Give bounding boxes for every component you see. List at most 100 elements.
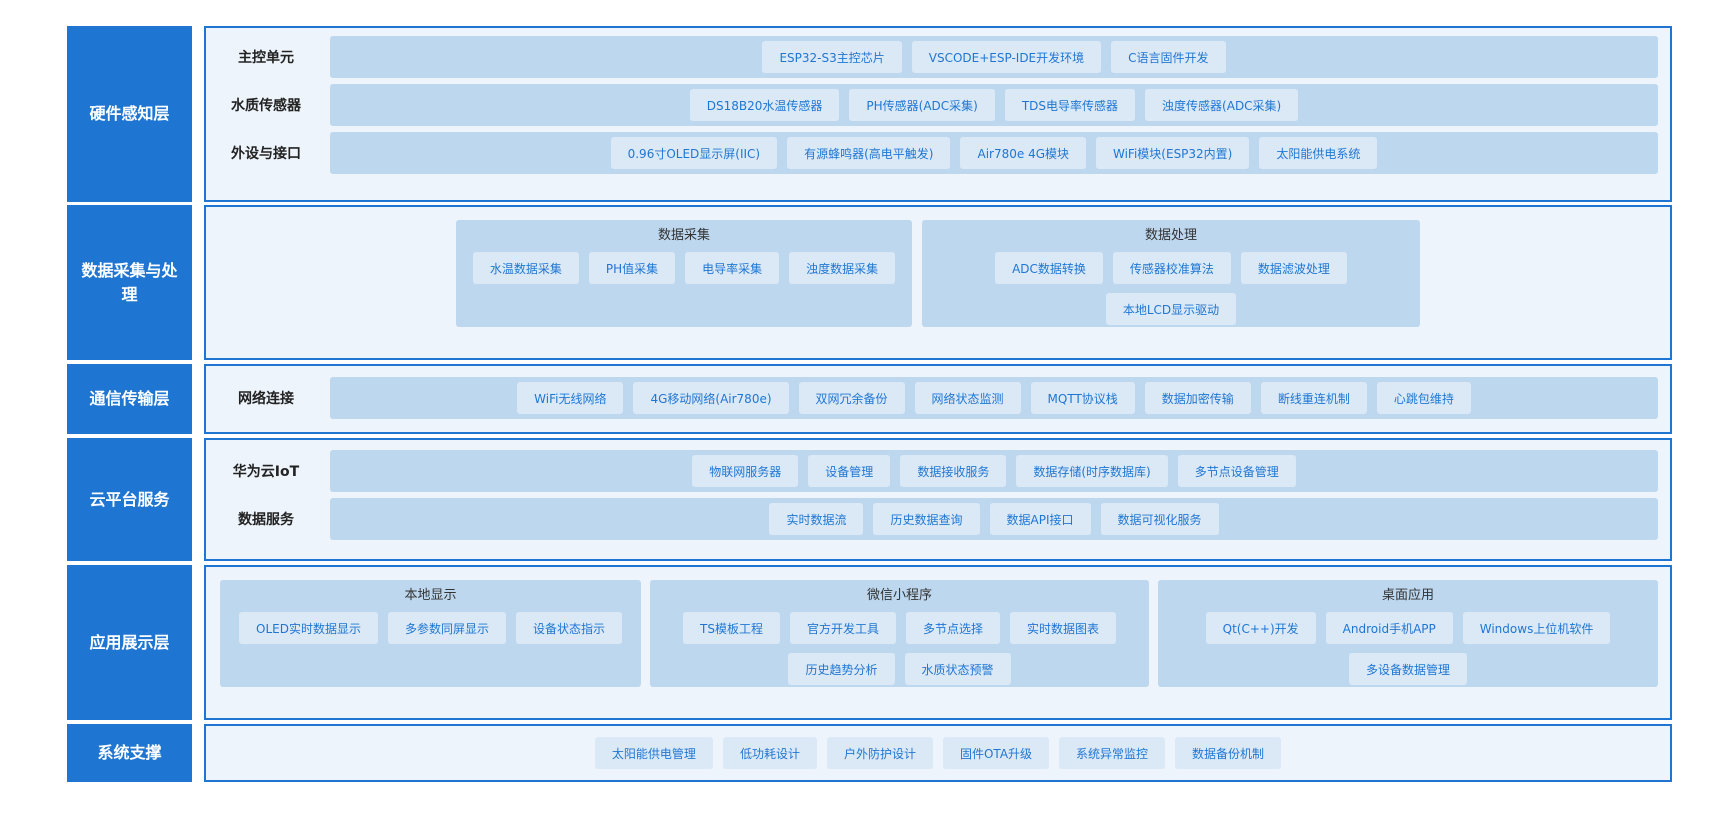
group-chips: Qt(C++)开发 Android手机APP Windows上位机软件 多设备数… [1168, 612, 1648, 685]
chip-bar: 实时数据流 历史数据查询 数据API接口 数据可视化服务 [330, 498, 1658, 540]
group-chips: TS模板工程 官方开发工具 多节点选择 实时数据图表 历史趋势分析 水质状态预警 [660, 612, 1139, 685]
group-data-collection: 数据采集 水温数据采集 PH值采集 电导率采集 浊度数据采集 [456, 220, 912, 327]
group-title: 桌面应用 [1381, 588, 1434, 603]
chip[interactable]: WiFi无线网络 [517, 382, 624, 414]
chip[interactable]: 本地LCD显示驱动 [1105, 293, 1237, 325]
chip[interactable]: 电导率采集 [685, 252, 780, 284]
chip[interactable]: 0.96寸OLED显示屏(IIC) [610, 137, 778, 169]
chip[interactable]: 浊度传感器(ADC采集) [1145, 89, 1299, 121]
chip[interactable]: 太阳能供电管理 [594, 737, 713, 769]
group-title: 本地显示 [404, 588, 457, 603]
layer-label-data: 数据采集与处理 [67, 205, 192, 360]
chip[interactable]: 历史数据查询 [873, 503, 980, 535]
chip[interactable]: WiFi模块(ESP32内置) [1096, 137, 1250, 169]
row-peripherals: 外设与接口 0.96寸OLED显示屏(IIC) 有源蜂鸣器(高电平触发) Air… [206, 132, 1670, 174]
chip[interactable]: 多设备数据管理 [1348, 653, 1467, 685]
chip[interactable]: DS18B20水温传感器 [689, 89, 840, 121]
chip[interactable]: 传感器校准算法 [1112, 252, 1231, 284]
group-title: 微信小程序 [866, 588, 932, 603]
chip[interactable]: 双网冗余备份 [798, 382, 905, 414]
row-label: 网络连接 [238, 391, 294, 407]
chip[interactable]: VSCODE+ESP-IDE开发环境 [911, 41, 1102, 73]
chip[interactable]: 数据备份机制 [1175, 737, 1282, 769]
layer-label-comm: 通信传输层 [67, 364, 192, 434]
row-main-controller: 主控单元 ESP32-S3主控芯片 VSCODE+ESP-IDE开发环境 C语言… [206, 36, 1670, 78]
row-label: 主控单元 [238, 50, 294, 66]
row-label: 外设与接口 [231, 146, 301, 162]
chip-bar: DS18B20水温传感器 PH传感器(ADC采集) TDS电导率传感器 浊度传感… [330, 84, 1658, 126]
row-label: 水质传感器 [231, 98, 301, 114]
layer-label-system: 系统支撑 [67, 724, 192, 782]
chip[interactable]: Android手机APP [1325, 612, 1453, 644]
chip[interactable]: 系统异常监控 [1059, 737, 1166, 769]
group-wechat-miniprogram: 微信小程序 TS模板工程 官方开发工具 多节点选择 实时数据图表 历史趋势分析 … [650, 580, 1149, 687]
row-data-services: 数据服务 实时数据流 历史数据查询 数据API接口 数据可视化服务 [206, 498, 1670, 540]
layer-panel-comm: 网络连接 WiFi无线网络 4G移动网络(Air780e) 双网冗余备份 网络状… [204, 364, 1672, 434]
layer-panel-cloud: 华为云IoT 物联网服务器 设备管理 数据接收服务 数据存储(时序数据库) 多节… [204, 438, 1672, 561]
chip[interactable]: 水质状态预警 [904, 653, 1011, 685]
group-data-processing: 数据处理 ADC数据转换 传感器校准算法 数据滤波处理 本地LCD显示驱动 [922, 220, 1420, 327]
chip[interactable]: 多节点设备管理 [1177, 455, 1296, 487]
row-water-sensors: 水质传感器 DS18B20水温传感器 PH传感器(ADC采集) TDS电导率传感… [206, 84, 1670, 126]
group-chips: ADC数据转换 传感器校准算法 数据滤波处理 本地LCD显示驱动 [932, 252, 1410, 325]
chip[interactable]: ESP32-S3主控芯片 [762, 41, 902, 73]
group-desktop-app: 桌面应用 Qt(C++)开发 Android手机APP Windows上位机软件… [1158, 580, 1658, 687]
chip[interactable]: 物联网服务器 [692, 455, 799, 487]
row-huawei-iot: 华为云IoT 物联网服务器 设备管理 数据接收服务 数据存储(时序数据库) 多节… [206, 450, 1670, 492]
chip[interactable]: 固件OTA升级 [942, 737, 1050, 769]
chip[interactable]: 数据滤波处理 [1240, 252, 1347, 284]
chip[interactable]: 数据API接口 [989, 503, 1091, 535]
chip[interactable]: 多参数同屏显示 [387, 612, 506, 644]
group-title: 数据处理 [1144, 228, 1197, 243]
chip[interactable]: TS模板工程 [683, 612, 780, 644]
chip[interactable]: 数据加密传输 [1144, 382, 1251, 414]
group-chips: OLED实时数据显示 多参数同屏显示 设备状态指示 [230, 612, 631, 644]
chip[interactable]: 心跳包维持 [1376, 382, 1471, 414]
layer-label-hardware: 硬件感知层 [67, 26, 192, 202]
chip[interactable]: 实时数据图表 [1009, 612, 1116, 644]
layer-label-cloud: 云平台服务 [67, 438, 192, 561]
chip[interactable]: 断线重连机制 [1260, 382, 1367, 414]
row-network: 网络连接 WiFi无线网络 4G移动网络(Air780e) 双网冗余备份 网络状… [206, 377, 1670, 419]
layer-panel-app: 本地显示 OLED实时数据显示 多参数同屏显示 设备状态指示 微信小程序 TS模… [204, 565, 1672, 720]
chip[interactable]: 数据接收服务 [900, 455, 1007, 487]
chip[interactable]: 数据可视化服务 [1100, 503, 1219, 535]
chip[interactable]: 4G移动网络(Air780e) [633, 382, 789, 414]
chip[interactable]: 低功耗设计 [722, 737, 817, 769]
chip[interactable]: 浊度数据采集 [789, 252, 896, 284]
chip[interactable]: 历史趋势分析 [788, 653, 895, 685]
chip-bar: 0.96寸OLED显示屏(IIC) 有源蜂鸣器(高电平触发) Air780e 4… [330, 132, 1658, 174]
row-label: 数据服务 [238, 512, 294, 528]
group-local-display: 本地显示 OLED实时数据显示 多参数同屏显示 设备状态指示 [220, 580, 641, 687]
chip-bar: 太阳能供电管理 低功耗设计 户外防护设计 固件OTA升级 系统异常监控 数据备份… [206, 737, 1670, 769]
chip[interactable]: 设备管理 [808, 455, 891, 487]
chip[interactable]: 设备状态指示 [515, 612, 622, 644]
chip[interactable]: 户外防护设计 [826, 737, 933, 769]
chip[interactable]: Windows上位机软件 [1462, 612, 1611, 644]
chip-bar: WiFi无线网络 4G移动网络(Air780e) 双网冗余备份 网络状态监测 M… [330, 377, 1658, 419]
chip[interactable]: 实时数据流 [769, 503, 864, 535]
layer-panel-data: 数据采集 水温数据采集 PH值采集 电导率采集 浊度数据采集 数据处理 ADC数… [204, 205, 1672, 360]
chip[interactable]: 多节点选择 [905, 612, 1000, 644]
chip[interactable]: PH传感器(ADC采集) [849, 89, 995, 121]
chip[interactable]: 水温数据采集 [472, 252, 579, 284]
chip[interactable]: MQTT协议栈 [1030, 382, 1135, 414]
chip[interactable]: ADC数据转换 [995, 252, 1103, 284]
layer-label-app: 应用展示层 [67, 565, 192, 720]
chip[interactable]: Qt(C++)开发 [1205, 612, 1316, 644]
group-title: 数据采集 [657, 228, 710, 243]
layer-panel-hardware: 主控单元 ESP32-S3主控芯片 VSCODE+ESP-IDE开发环境 C语言… [204, 26, 1672, 202]
group-chips: 水温数据采集 PH值采集 电导率采集 浊度数据采集 [466, 252, 902, 284]
chip[interactable]: TDS电导率传感器 [1004, 89, 1136, 121]
chip[interactable]: 太阳能供电系统 [1259, 137, 1378, 169]
row-label: 华为云IoT [232, 464, 300, 480]
chip[interactable]: OLED实时数据显示 [239, 612, 378, 644]
chip[interactable]: PH值采集 [588, 252, 676, 284]
layer-panel-system: 太阳能供电管理 低功耗设计 户外防护设计 固件OTA升级 系统异常监控 数据备份… [204, 724, 1672, 782]
chip[interactable]: C语言固件开发 [1111, 41, 1226, 73]
chip[interactable]: 官方开发工具 [789, 612, 896, 644]
chip[interactable]: 网络状态监测 [914, 382, 1021, 414]
chip[interactable]: Air780e 4G模块 [960, 137, 1086, 169]
chip[interactable]: 有源蜂鸣器(高电平触发) [787, 137, 951, 169]
chip[interactable]: 数据存储(时序数据库) [1016, 455, 1168, 487]
